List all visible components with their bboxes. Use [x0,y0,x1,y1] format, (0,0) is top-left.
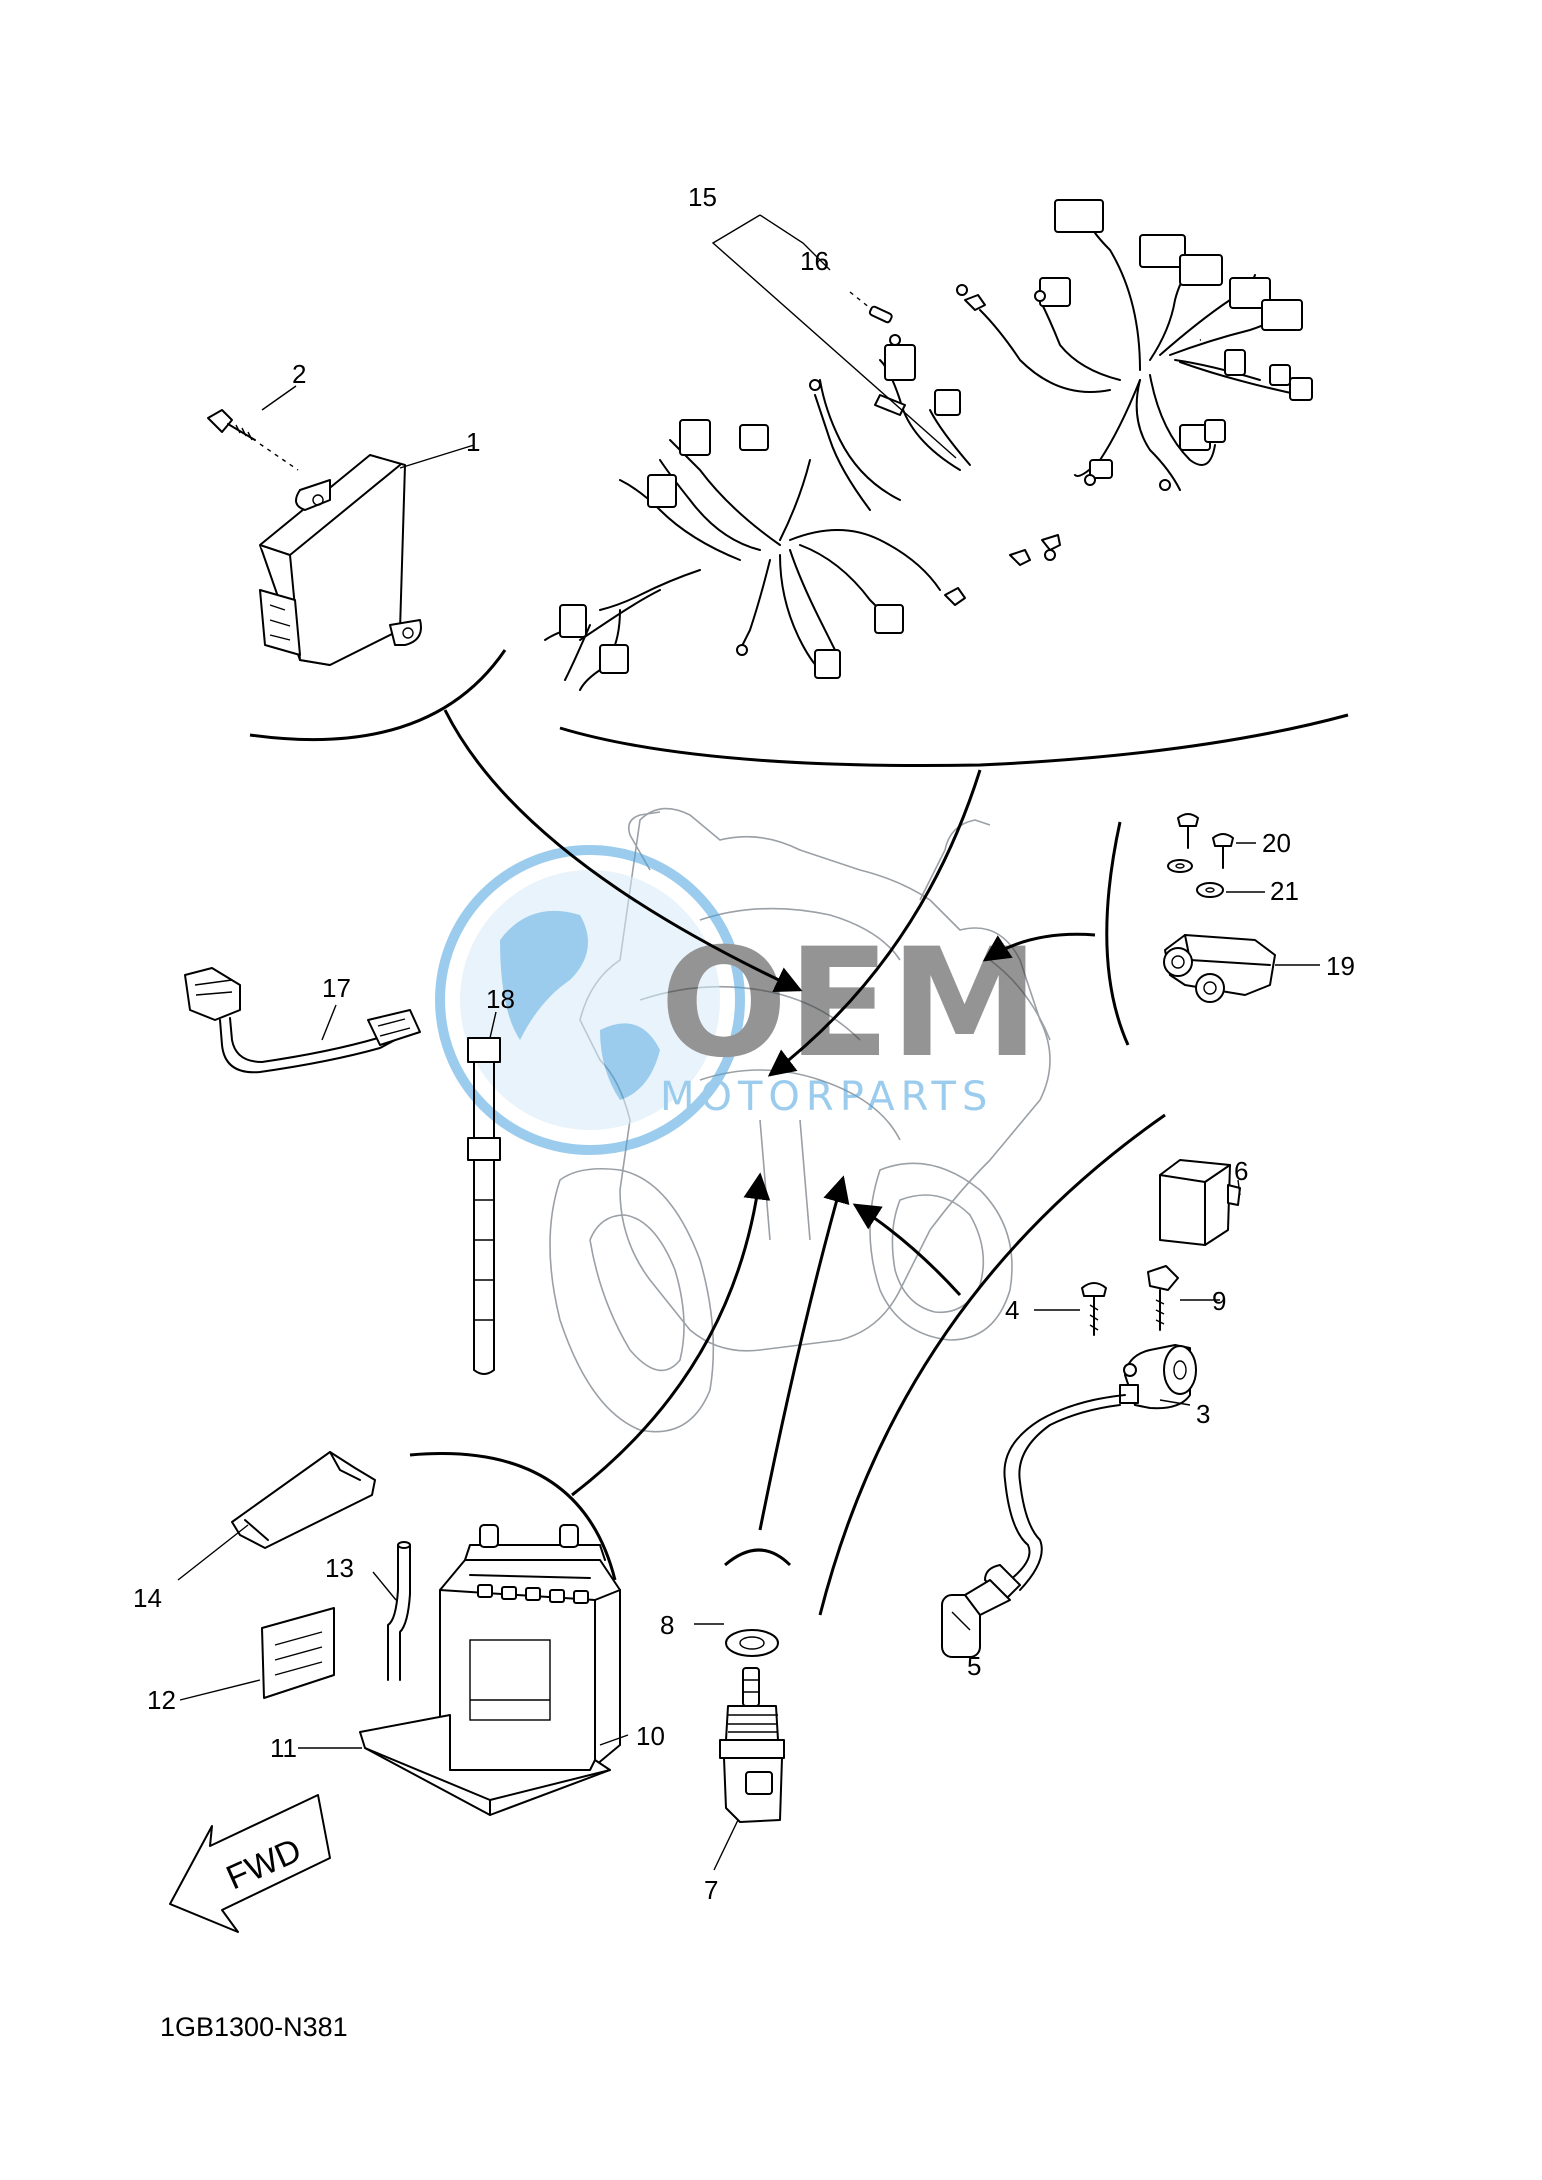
watermark-subtitle: MOTORPARTS [660,1074,993,1120]
drawing-code: 1GB1300-N381 [160,2012,348,2042]
ignition-coil-part [941,1344,1197,1658]
part-label-1: 1 [466,427,480,457]
gasket-part [725,1629,779,1657]
part-label-7: 7 [704,1875,718,1905]
part-label-8: 8 [660,1610,674,1640]
washer-part-21 [1167,859,1265,898]
bolt-part [207,409,299,471]
part-label-17: 17 [322,973,351,1003]
breather-hose-part [387,1541,411,1681]
part-label-16: 16 [800,246,829,276]
leader-lines [177,214,1320,1871]
sub-harness-part [184,967,421,1074]
battery-label-part [261,1607,335,1699]
part-label-2: 2 [292,359,306,389]
part-label-14: 14 [133,1583,162,1613]
wire-harness-part [544,199,1313,691]
part-label-15: 15 [688,182,717,212]
watermark: OEM MOTORPARTS [435,845,1039,1155]
section-arcs [249,649,1349,1616]
bolt-part-9 [1147,1265,1179,1331]
cdi-unit-part [259,454,422,666]
part-label-18: 18 [486,984,515,1014]
screw-part-20 [1177,813,1256,869]
part-label-6: 6 [1234,1156,1248,1186]
part-label-21: 21 [1270,876,1299,906]
part-label-13: 13 [325,1553,354,1583]
screw-part-4 [1081,1282,1107,1336]
battery-part [439,1524,621,1771]
part-label-20: 20 [1262,828,1291,858]
part-labels: 1 2 3 4 5 6 7 8 9 10 11 12 13 14 15 16 1… [133,182,1355,1905]
part-label-12: 12 [147,1685,176,1715]
relay-part [1159,1159,1241,1246]
fwd-arrow-icon: FWD [169,1794,331,1933]
watermark-globe-icon [435,845,745,1155]
part-label-3: 3 [1196,1399,1210,1429]
stop-switch-part [719,1667,785,1823]
fuse-part [849,291,906,416]
part-label-4: 4 [1005,1295,1019,1325]
part-label-19: 19 [1326,951,1355,981]
cable-tie-part [467,1037,501,1375]
pointer-arrows [443,709,1096,1531]
battery-band-part [231,1451,376,1549]
part-label-5: 5 [967,1651,981,1681]
relay-bracket-part [1163,934,1276,1003]
part-label-11: 11 [270,1733,297,1763]
battery-plate-part [359,1714,611,1816]
part-label-10: 10 [636,1721,665,1751]
part-label-9: 9 [1212,1286,1226,1316]
